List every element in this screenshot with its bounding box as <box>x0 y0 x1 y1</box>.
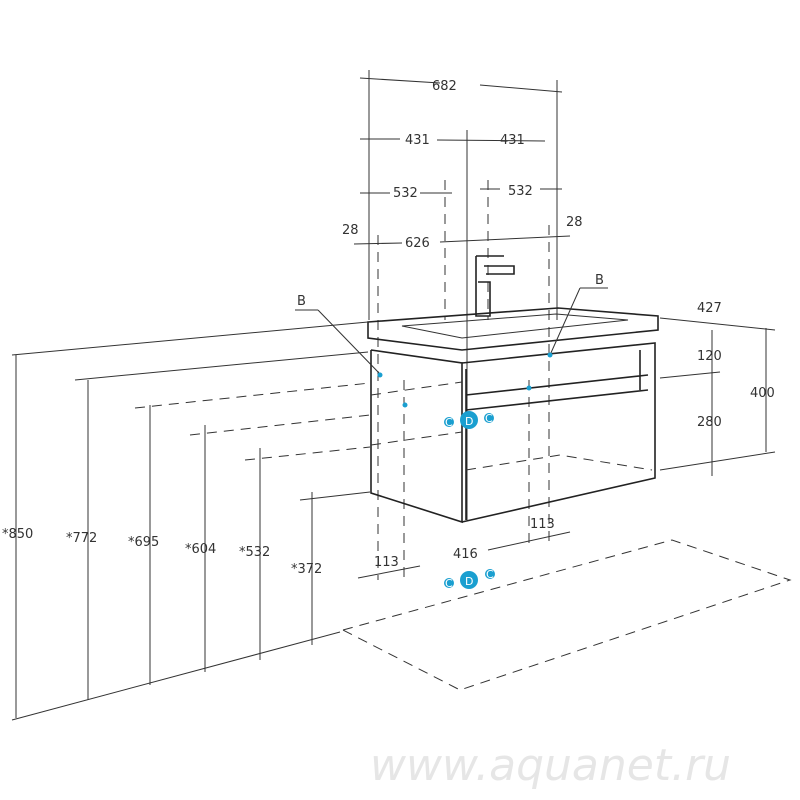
dim-372: *372 <box>291 562 322 577</box>
extension-lines <box>368 70 558 580</box>
dim-532: *532 <box>239 545 270 560</box>
dim-28-left: 28 <box>342 223 359 238</box>
cabinet <box>370 342 656 524</box>
dim-532-left: 532 <box>393 186 418 201</box>
dim-626: 626 <box>405 236 430 251</box>
svg-text:D: D <box>465 575 473 588</box>
dim-695: *695 <box>128 535 159 550</box>
dim-532-right: 532 <box>508 184 533 199</box>
top-dimension-lines <box>353 77 571 245</box>
faucet-icon <box>475 255 515 317</box>
dim-427: 427 <box>697 301 722 316</box>
floor-outline <box>341 539 792 691</box>
svg-text:C: C <box>485 412 493 425</box>
washbasin <box>367 307 659 351</box>
dim-28-right: 28 <box>566 215 583 230</box>
dim-120: 120 <box>697 349 722 364</box>
dim-416: 416 <box>453 547 478 562</box>
dim-280: 280 <box>697 415 722 430</box>
callout-b-left: B <box>297 294 306 309</box>
markers <box>377 352 553 408</box>
watermark: www.aquanet.ru <box>370 740 731 791</box>
dim-400: 400 <box>750 386 775 401</box>
bottom-dimension-lines <box>357 531 571 579</box>
dim-682: 682 <box>432 79 457 94</box>
svg-text:C: C <box>486 568 494 581</box>
callout-b-right: B <box>595 273 604 288</box>
dim-113-right: 113 <box>530 517 555 532</box>
dim-113-left: 113 <box>374 555 399 570</box>
dim-604: *604 <box>185 542 216 557</box>
dim-431-left: 431 <box>405 133 430 148</box>
drain-marker-floor: C D C <box>444 568 495 590</box>
svg-text:C: C <box>445 577 453 590</box>
dim-850: *850 <box>2 527 33 542</box>
drain-marker-cabinet: C D C <box>444 411 494 429</box>
left-dimension-lines <box>11 321 371 721</box>
dim-431-right: 431 <box>500 133 525 148</box>
svg-text:C: C <box>445 416 453 429</box>
leader-b-right <box>549 287 581 356</box>
dim-772: *772 <box>66 531 97 546</box>
right-dimension-lines <box>659 317 776 476</box>
svg-text:D: D <box>465 415 473 428</box>
